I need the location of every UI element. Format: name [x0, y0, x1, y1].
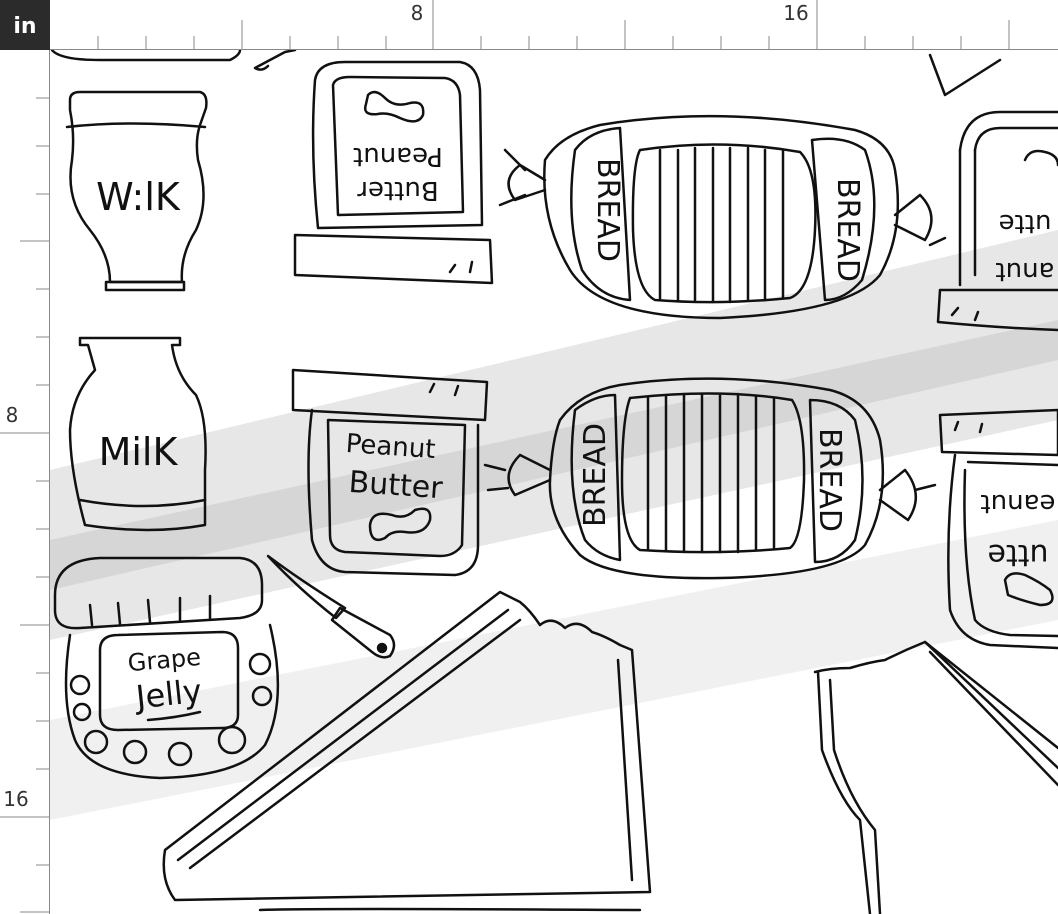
- ruler-top: 8 16: [50, 0, 1058, 50]
- jelly-label-line1: Grape: [127, 643, 202, 677]
- butter-knife: [266, 554, 396, 659]
- peanut-butter-jar-top-left: [293, 60, 494, 285]
- jelly-label-line2: Jelly: [132, 672, 203, 717]
- pb-label-right-mid-line1: eanut: [980, 488, 1055, 518]
- bread-label-top-left: BREAD: [590, 158, 625, 262]
- milk-bottle-top: [65, 90, 208, 292]
- bread-label-mid-right: BREAD: [812, 428, 847, 532]
- unit-label: in: [13, 14, 36, 39]
- unit-toggle[interactable]: in: [0, 0, 50, 50]
- pb-label-center-line2: Butter: [348, 465, 445, 507]
- pb-label-right-top-line2: anut: [995, 256, 1054, 286]
- pb-label-right-mid-line2: utte: [988, 537, 1049, 572]
- peanut-butter-jar-right-mid: [938, 408, 1058, 650]
- ruler-top-label-16: 16: [783, 1, 808, 25]
- partial-knife-top: [253, 48, 297, 71]
- bread-label-mid-left: BREAD: [578, 423, 613, 527]
- peanut-butter-jar-center: [291, 368, 489, 577]
- bread-bag-top: [498, 114, 947, 320]
- fold-shadow-core: [50, 320, 1058, 590]
- pb-label-right-top-line1: utte: [999, 208, 1052, 238]
- ruler-left-label-16: 16: [3, 787, 28, 811]
- partial-shape-bottom: [258, 907, 642, 912]
- pb-label-center-line1: Peanut: [345, 429, 437, 465]
- grape-jelly-jar: [53, 556, 280, 780]
- milk-label-top: W:lK: [96, 175, 181, 219]
- ruler-left: 8 16: [0, 50, 50, 914]
- peanut-butter-jar-right-top: [928, 53, 1058, 332]
- pb-label-top-left-line2: Peanut: [353, 141, 443, 171]
- sandwich-slice-right: [813, 640, 1058, 914]
- sandwich-slice-left: [162, 590, 652, 902]
- bread-bag-middle: [483, 377, 937, 580]
- milk-bottle-middle: [68, 336, 207, 532]
- partial-sandwich-top-left: [50, 48, 242, 62]
- ruler-top-label-8: 8: [411, 1, 424, 25]
- bread-label-top-right: BREAD: [830, 178, 865, 282]
- pb-label-top-left-line1: Butter: [357, 175, 439, 205]
- milk-label-bottom: MilK: [99, 430, 179, 474]
- ruler-left-label-8: 8: [6, 403, 19, 427]
